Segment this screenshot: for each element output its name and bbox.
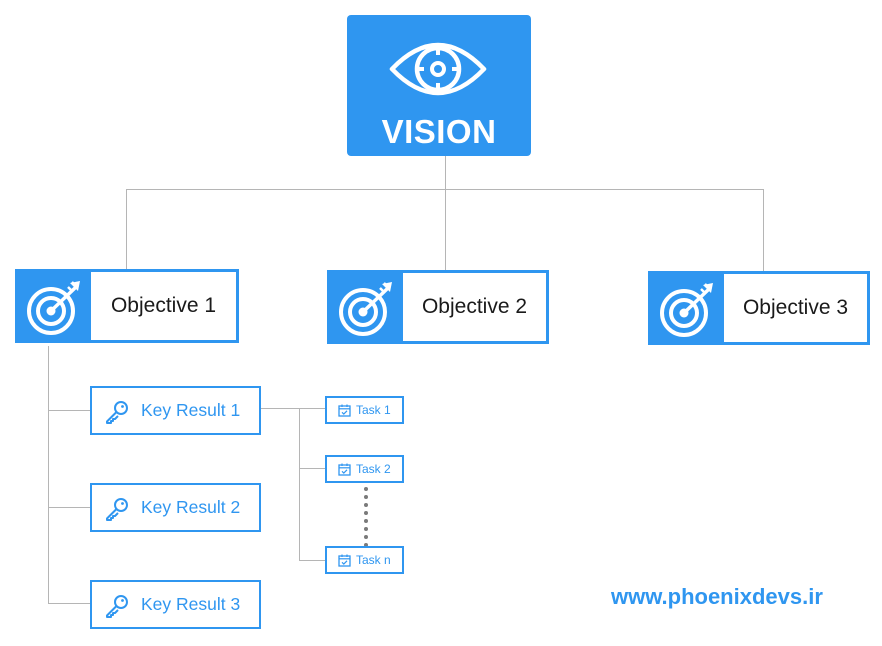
key-icon [106,498,128,521]
connector-task-n [299,560,326,561]
task-label: Task 2 [356,462,391,476]
calendar-check-icon [338,554,351,567]
website-link[interactable]: www.phoenixdevs.ir [611,584,823,609]
key-icon [106,401,128,424]
connector-vision-down [445,156,446,270]
dot [364,519,368,523]
connector-task-spine [299,408,300,560]
target-arrow-icon [660,283,713,337]
objective-icon-box [330,273,403,341]
key-result-label: Key Result 1 [141,400,241,420]
vision-box: VISION [347,15,531,156]
target-arrow-icon [27,281,80,335]
objective-3: Objective 3 [648,271,870,345]
connector-task-2 [299,468,326,469]
connector-kr-2 [48,507,91,508]
objective-icon-box [651,274,724,342]
dot [364,527,368,531]
dot [364,511,368,515]
connector-objective-1 [126,189,127,269]
objective-1: Objective 1 [15,269,239,343]
objective-label: Objective 1 [110,294,217,317]
objective-2: Objective 2 [327,270,549,344]
objective-icon-box [18,272,91,340]
dot [364,487,368,491]
task-1: Task 1 [325,396,404,424]
connector-task-bus [260,408,326,409]
eye-icon [389,42,487,96]
task-2: Task 2 [325,455,404,483]
connector-objective-3 [763,189,764,271]
target-arrow-icon [339,282,392,336]
dot [364,543,368,547]
connector-kr-3 [48,603,91,604]
task-label: Task 1 [356,403,391,417]
key-result-label: Key Result 2 [141,497,241,517]
dot [364,495,368,499]
key-result-2: Key Result 2 [90,483,261,532]
objective-label: Objective 3 [742,296,849,319]
task-n: Task n [325,546,404,574]
task-label: Task n [356,553,391,567]
calendar-check-icon [338,463,351,476]
vision-title: VISION [381,113,497,150]
key-icon [106,595,128,618]
connector-kr-1 [48,410,91,411]
key-result-3: Key Result 3 [90,580,261,629]
connector-kr-spine [48,346,49,604]
key-result-1: Key Result 1 [90,386,261,435]
dot [364,503,368,507]
objective-label: Objective 2 [421,295,528,318]
calendar-check-icon [338,404,351,417]
key-result-label: Key Result 3 [141,594,241,614]
connector-horizontal-bus [126,189,763,190]
dot [364,535,368,539]
